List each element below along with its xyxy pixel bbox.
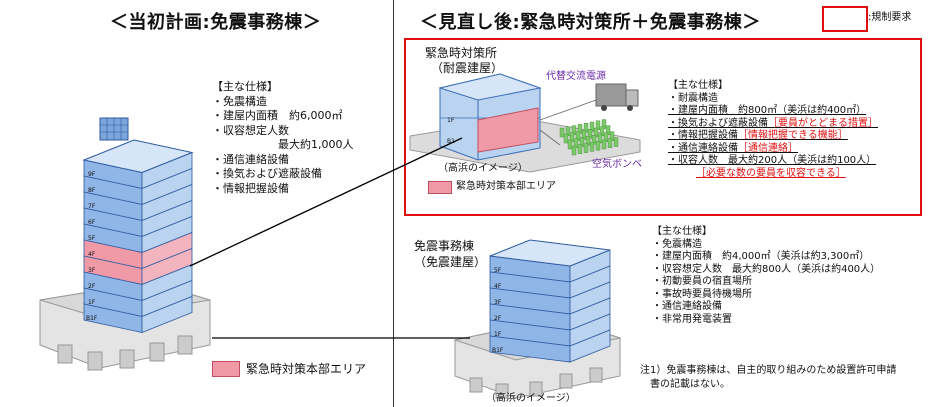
office-spec-item: ・非常用発電装置: [652, 313, 732, 325]
office-note-line1: 注1）免震事務棟は、自主的取り組みのため設置許可申請: [640, 365, 897, 376]
office-name-line1: 免震事務棟: [414, 239, 475, 253]
left-spec-item: ・換気および遮蔽設備: [212, 167, 322, 180]
left-legend-label: 緊急時対策本部エリア: [246, 362, 367, 376]
emergency-spec-note: ［通信連絡］: [738, 142, 798, 154]
floor-label: 1F: [494, 331, 502, 338]
emergency-center-required-box: [404, 38, 922, 216]
air-cylinder: [583, 143, 589, 153]
air-cylinder: [601, 139, 607, 150]
air-cylinder: [577, 144, 583, 155]
office-building-name: 免震事務棟 （免震建屋）: [414, 238, 486, 270]
air-cylinder: [559, 127, 565, 138]
floor-label: 7F: [88, 203, 96, 210]
regulation-legend-swatch: [822, 6, 868, 32]
emergency-spec-item: ・情報把握設備: [668, 130, 738, 141]
building-floor-side: [569, 329, 611, 363]
emergency-image-caption: （高浜のイメージ）: [438, 163, 528, 174]
building-floor-side: [141, 295, 193, 334]
left-spec-item: 最大約1,000人: [212, 138, 354, 151]
building-roof: [82, 139, 194, 174]
office-name-line2: （免震建屋）: [414, 255, 487, 269]
floor-label: 1F: [447, 117, 455, 124]
hq-move-arrow: [189, 137, 463, 267]
emergency-spec-item: ・通信連絡設備: [668, 142, 738, 154]
emergency-spec-item: ・収容人数 最大約200人（美浜は約100人）: [668, 155, 877, 166]
emergency-spec-note: ［要員がとどまる措置］: [768, 117, 878, 129]
right-title: ＜見直し後:緊急時対策所＋免震事務棟＞: [420, 12, 761, 33]
floor-label: 1F: [88, 299, 96, 306]
left-building-illustration: [39, 117, 211, 371]
emergency-legend-label: 緊急時対策本部エリア: [456, 181, 556, 192]
emergency-name-line1: 緊急時対策所: [425, 46, 498, 60]
emergency-capacity-note: ［必要な数の要員を収容できる］: [696, 167, 846, 179]
emergency-spec-item: ・耐震構造: [668, 92, 718, 104]
regulation-legend-label: :規制要求: [868, 12, 912, 23]
hq-area-swatch: [212, 361, 240, 377]
floor-label: B1: [447, 138, 455, 145]
floor-label: B1F: [86, 315, 98, 322]
left-floor-labels: 9F 8F 7F 6F 5F 4F 3F 2F 1F B1F: [0, 0, 393, 407]
left-spec-item: ・建屋内面積 約6,000㎡: [212, 109, 343, 122]
floor-label: 5F: [494, 267, 502, 274]
office-specs-heading: 【主な仕様】: [652, 226, 712, 237]
floor-label: 8F: [88, 187, 96, 194]
air-cylinder: [607, 138, 613, 149]
office-spec-item: ・収容想定人数 最大約800人（美浜は約400人）: [652, 263, 881, 275]
left-title: ＜当初計画:免震事務棟＞: [110, 12, 322, 33]
panel-divider: [393, 0, 394, 407]
office-spec-item: ・初動要員の宿直場所: [652, 276, 752, 287]
air-cylinder: [589, 142, 595, 152]
floor-label: 2F: [494, 315, 502, 322]
office-spec-item: ・事故時要員待機場所: [652, 288, 752, 300]
floor-label: 3F: [494, 299, 502, 306]
office-spec-item: ・免震構造: [652, 238, 702, 250]
emergency-spec-item: ・建屋内面積 約800㎡（美浜は約400㎡）: [668, 105, 867, 116]
emergency-specs: 【主な仕様】 ・耐震構造 ・建屋内面積 約800㎡（美浜は約400㎡） ・換気お…: [668, 80, 878, 180]
emergency-spec-note: ［情報把握できる機能］: [738, 130, 848, 141]
floor-label: 9F: [88, 171, 96, 178]
floor-label: 4F: [88, 251, 96, 258]
floor-label: 4F: [494, 283, 502, 290]
left-spec-item: ・情報把握設備: [212, 181, 289, 195]
hq-area-swatch: [428, 181, 452, 194]
left-spec-item: ・収容想定人数: [212, 123, 289, 137]
air-cylinder: [613, 137, 619, 147]
office-image-caption: （高浜のイメージ）: [486, 393, 576, 404]
floor-label: 6F: [88, 219, 96, 226]
air-cylinder: [563, 133, 569, 144]
office-spec-item: ・通信連絡設備: [652, 301, 722, 312]
left-spec-item: ・免震構造: [212, 94, 267, 108]
office-footnote: 注1）免震事務棟は、自主的取り組みのため設置許可申請 書の記載はない。: [640, 364, 896, 392]
air-cylinder: [595, 140, 601, 151]
left-specs-heading: 【主な仕様】: [212, 80, 278, 93]
floor-label: 3F: [88, 267, 96, 274]
alt-power-label: 代替交流電源: [546, 71, 606, 82]
office-note-line2: 書の記載はない。: [640, 379, 730, 390]
office-specs: 【主な仕様】 ・免震構造 ・建屋内面積 約4,000㎡（美浜は約3,300㎡） …: [652, 226, 880, 326]
air-cylinder: [571, 145, 577, 156]
left-specs: 【主な仕様】 ・免震構造 ・建屋内面積 約6,000㎡ ・収容想定人数 最大約1…: [212, 80, 354, 196]
floor-label: 2F: [88, 283, 96, 290]
emergency-center-name: 緊急時対策所 （耐震建屋）: [425, 46, 503, 76]
air-cylinder: [567, 139, 573, 150]
floor-label: B1F: [492, 347, 504, 354]
emergency-name-line2: （耐震建屋）: [431, 61, 504, 75]
emergency-spec-item: ・換気および遮蔽設備: [668, 117, 768, 129]
building-roof: [489, 239, 611, 267]
left-spec-item: ・通信連絡設備: [212, 152, 289, 166]
office-spec-item: ・建屋内面積 約4,000㎡（美浜は約3,300㎡）: [652, 251, 870, 262]
air-cylinder-label: 空気ボンベ: [592, 159, 642, 170]
emergency-specs-heading: 【主な仕様】: [668, 80, 728, 91]
floor-label: 5F: [88, 235, 96, 242]
